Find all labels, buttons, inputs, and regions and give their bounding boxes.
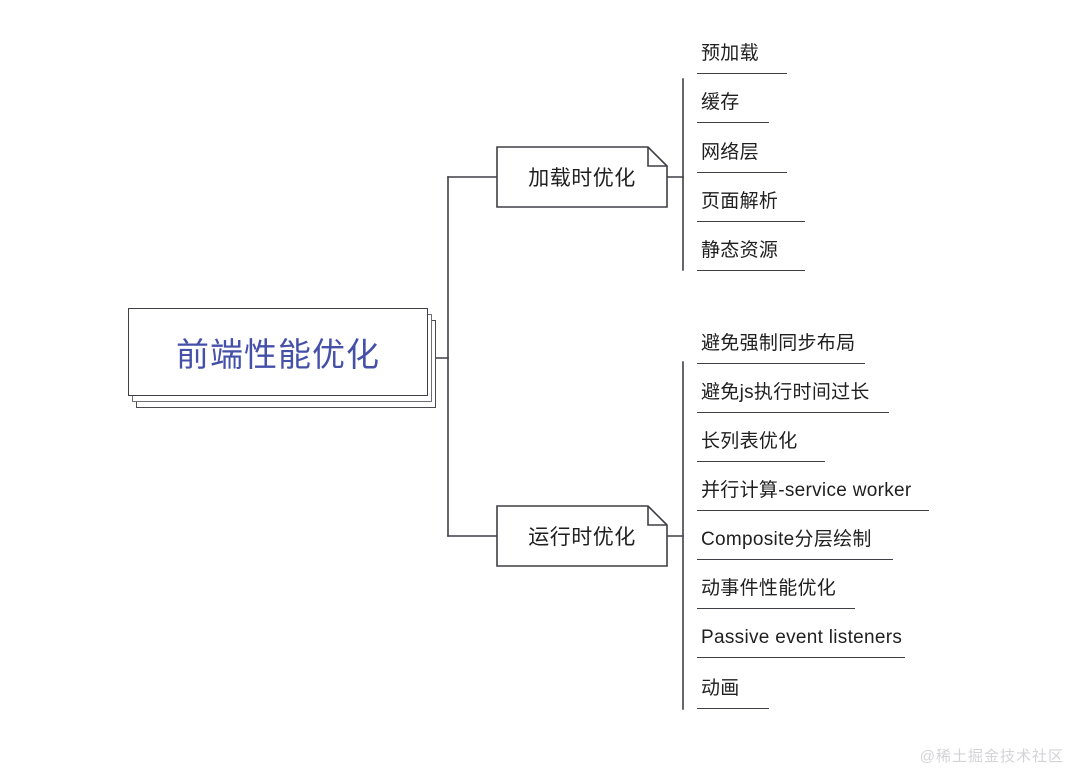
root-node-label: 前端性能优化 xyxy=(176,336,380,373)
leaf-label: 预加载 xyxy=(701,43,759,64)
leaf-item[interactable]: 动事件性能优化 xyxy=(697,575,855,609)
leaf-item[interactable]: 缓存 xyxy=(697,89,769,123)
leaf-underline xyxy=(697,510,929,511)
leaf-label: 网络层 xyxy=(701,142,759,163)
branch-node-loading[interactable]: 加载时优化 xyxy=(496,146,668,208)
leaf-underline xyxy=(697,363,865,364)
leaf-item[interactable]: 动画 xyxy=(697,675,769,709)
leaf-underline xyxy=(697,221,805,222)
leaf-label: 动画 xyxy=(701,678,740,699)
leaf-label: 避免js执行时间过长 xyxy=(701,382,870,403)
leaf-label: 静态资源 xyxy=(701,240,779,261)
leaf-item[interactable]: Composite分层绘制 xyxy=(697,526,893,560)
leaf-underline xyxy=(697,461,825,462)
leaf-item[interactable]: 长列表优化 xyxy=(697,428,825,462)
leaf-underline xyxy=(697,270,805,271)
leaf-underline xyxy=(697,412,889,413)
leaf-item[interactable]: 静态资源 xyxy=(697,237,805,271)
leaf-underline xyxy=(697,608,855,609)
leaf-label: 避免强制同步布局 xyxy=(701,333,856,354)
leaf-label: Passive event listeners xyxy=(701,627,903,648)
leaf-underline xyxy=(697,559,893,560)
leaf-underline xyxy=(697,172,787,173)
branch-node-runtime[interactable]: 运行时优化 xyxy=(496,505,668,567)
root-node-card: 前端性能优化 xyxy=(128,308,428,396)
leaf-label: 页面解析 xyxy=(701,191,779,212)
watermark: @稀土掘金技术社区 xyxy=(919,748,1064,765)
leaf-label: Composite分层绘制 xyxy=(701,529,872,550)
branch-node-runtime-label: 运行时优化 xyxy=(528,526,636,549)
leaf-label: 缓存 xyxy=(701,92,740,113)
leaf-label: 并行计算-service worker xyxy=(701,480,912,501)
folded-page-icon xyxy=(496,146,668,208)
leaf-item[interactable]: 避免js执行时间过长 xyxy=(697,379,889,413)
branch-node-loading-label: 加载时优化 xyxy=(528,167,636,190)
leaf-item[interactable]: 避免强制同步布局 xyxy=(697,330,865,364)
leaf-item[interactable]: 页面解析 xyxy=(697,188,805,222)
leaf-underline xyxy=(697,657,905,658)
leaf-underline xyxy=(697,73,787,74)
leaf-item[interactable]: 并行计算-service worker xyxy=(697,477,929,511)
leaf-underline xyxy=(697,122,769,123)
leaf-item[interactable]: 网络层 xyxy=(697,139,787,173)
leaf-label: 动事件性能优化 xyxy=(701,578,837,599)
leaf-item[interactable]: Passive event listeners xyxy=(697,624,908,658)
root-node[interactable]: 前端性能优化 xyxy=(128,308,436,408)
leaf-item[interactable]: 预加载 xyxy=(697,40,787,74)
folded-page-icon xyxy=(496,505,668,567)
leaf-underline xyxy=(697,708,769,709)
leaf-label: 长列表优化 xyxy=(701,431,798,452)
